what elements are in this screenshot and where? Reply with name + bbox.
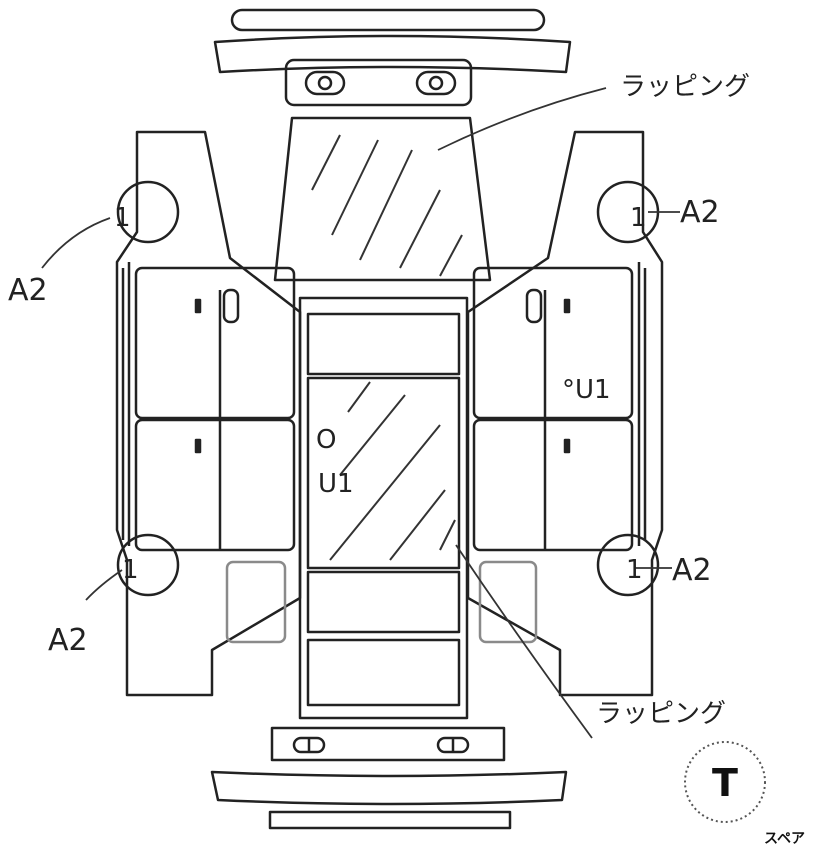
roof-hatching	[329, 381, 456, 561]
windshield	[306, 312, 461, 376]
right-front-door	[472, 266, 634, 420]
rear-bumper	[210, 770, 568, 806]
trunk	[306, 638, 461, 707]
cabin-outer	[298, 296, 469, 720]
label-a2-front-right: A2	[680, 195, 720, 230]
label-a2-rear-left: A2	[48, 623, 88, 658]
hood-hatching	[311, 134, 463, 277]
rear-bumper-strip	[268, 810, 512, 830]
right-mirror	[525, 288, 543, 324]
wheel-mark-rear-left: 1	[122, 555, 139, 585]
front-grille	[284, 58, 473, 107]
leader-rear-left	[85, 569, 123, 601]
wheel-mark-front-left: 1	[114, 203, 131, 233]
label-wrapping-bottom: ラッピング	[596, 699, 726, 729]
leader-wrapping-bottom	[455, 544, 593, 739]
leader-front-left	[41, 217, 111, 269]
wheel-mark-front-right: 1	[630, 203, 647, 233]
label-a2-front-left: A2	[8, 273, 48, 308]
roof-mark-code: U1	[318, 469, 354, 499]
headlight-left	[304, 70, 346, 96]
wheel-mark-rear-right: 1	[626, 555, 643, 585]
spare-letter: T	[712, 761, 738, 805]
roof-mark-circle: O	[316, 425, 336, 455]
right-front-handle	[563, 298, 571, 314]
left-body-outline	[115, 130, 302, 697]
right-rear-door	[472, 418, 634, 552]
label-a2-rear-right: A2	[672, 553, 712, 588]
rear-license-area	[270, 726, 506, 762]
left-rear-quarter-window	[225, 560, 287, 644]
right-door-mark: °U1	[562, 375, 611, 405]
hood	[273, 116, 492, 282]
rear-window	[306, 570, 461, 634]
spare-tire-circle	[684, 741, 766, 823]
roof	[306, 376, 461, 570]
right-rear-quarter-window	[478, 560, 538, 644]
right-rear-handle	[563, 438, 571, 454]
left-front-door	[134, 266, 296, 420]
left-mirror	[222, 288, 240, 324]
left-rear-door	[134, 418, 296, 552]
front-bumper	[213, 34, 572, 74]
label-wrapping-top: ラッピング	[620, 72, 750, 102]
wheel-front-left	[116, 180, 180, 244]
front-bumper-strip	[230, 8, 546, 32]
spare-label: スペア	[764, 831, 805, 847]
headlight-right	[415, 70, 457, 96]
left-rear-handle	[194, 438, 202, 454]
wheel-rear-left	[116, 533, 180, 597]
leader-wrapping-top	[437, 87, 607, 151]
wheel-rear-right	[596, 533, 660, 597]
left-front-handle	[194, 298, 202, 314]
